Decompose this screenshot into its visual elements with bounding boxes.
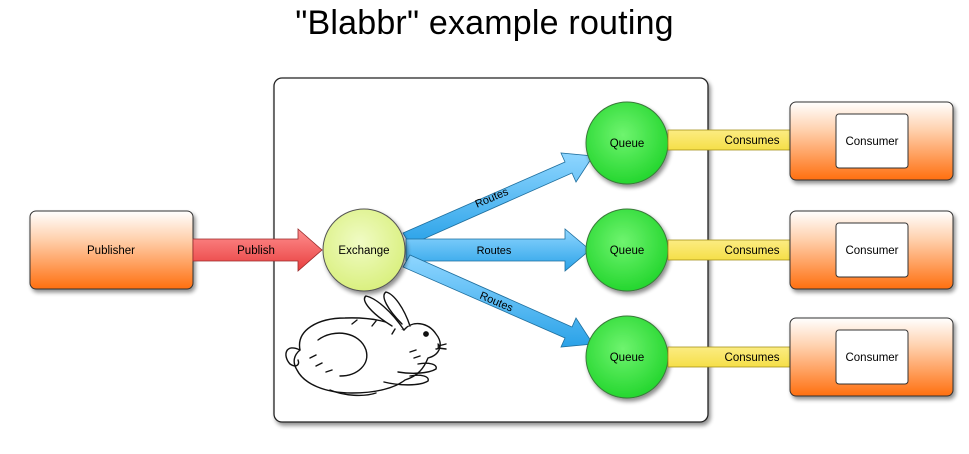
consumer-label-top: Consumer (845, 136, 898, 148)
publisher-label: Publisher (87, 245, 135, 257)
queue-label-bottom: Queue (610, 352, 645, 364)
consumer-node-middle: Consumer (789, 210, 954, 290)
queue-node-top: Queue (585, 101, 669, 185)
diagram-title: "Blabbr" example routing (295, 4, 674, 42)
publisher-node: Publisher (29, 210, 194, 290)
rabbit-illustration (285, 291, 447, 397)
queue-label-top: Queue (610, 138, 645, 150)
consumer-label-middle: Consumer (845, 245, 898, 257)
consume-label-bottom: Consumes (725, 352, 780, 364)
consumer-node-bottom: Consumer (789, 317, 954, 397)
consumer-label-bottom: Consumer (845, 352, 898, 364)
publish-arrow: Publish (192, 228, 323, 272)
consume-label-top: Consumes (725, 135, 780, 147)
exchange-node: Exchange (322, 208, 406, 292)
consumer-node-top: Consumer (789, 101, 954, 181)
consume-label-middle: Consumes (725, 245, 780, 257)
queue-node-middle: Queue (585, 208, 669, 292)
route-label-middle: Routes (477, 245, 512, 257)
queue-label-middle: Queue (610, 245, 645, 257)
route-arrow-middle: Routes (405, 228, 591, 272)
exchange-label: Exchange (338, 245, 389, 257)
publish-arrow-label: Publish (237, 245, 275, 257)
queue-node-bottom: Queue (585, 315, 669, 399)
